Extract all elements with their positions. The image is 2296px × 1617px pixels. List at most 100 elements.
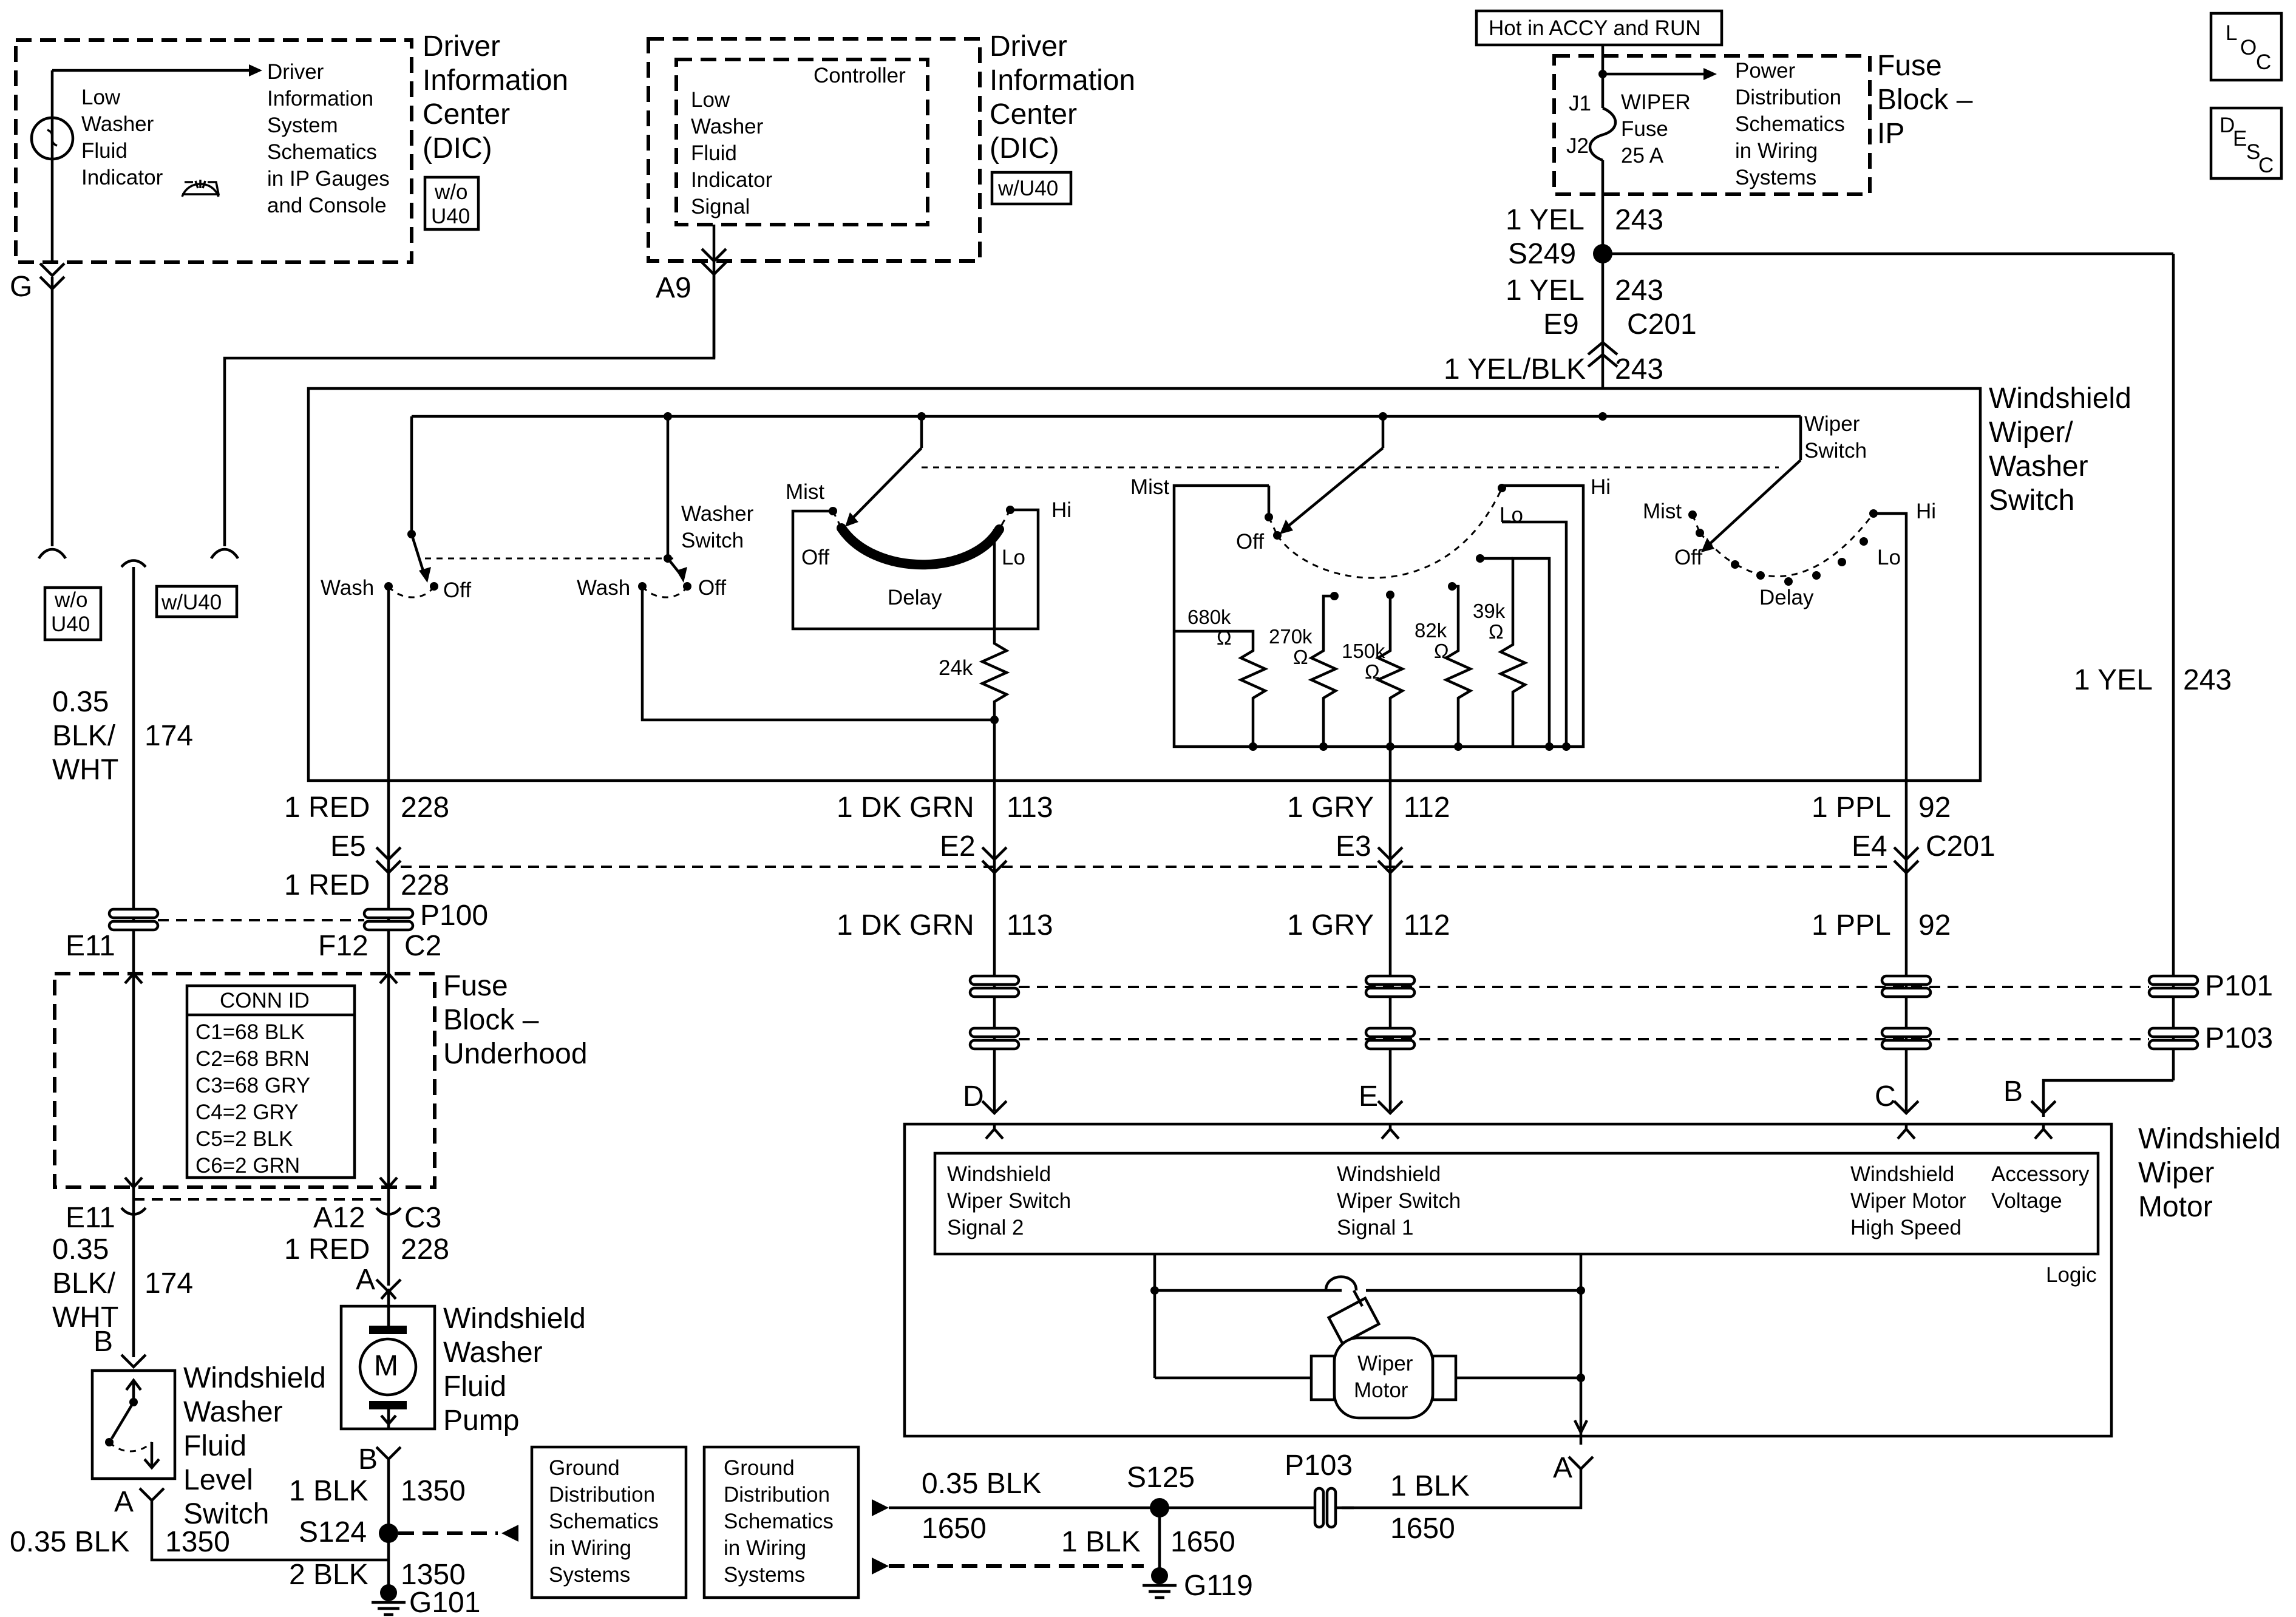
pin-b-switch: B [93, 1326, 113, 1358]
pin-a-pump: A [356, 1264, 375, 1296]
wire-112-gauge: 1 GRY [1287, 792, 1374, 824]
wire-1650-motor[interactable] [1342, 1469, 1583, 1510]
loc-icon[interactable]: L O C [2209, 12, 2283, 82]
ground-g101-icon [372, 1584, 406, 1616]
wire-dic-center[interactable] [223, 274, 716, 546]
hi-2-label: Hi [1591, 475, 1611, 499]
wire-92-circuit-2: 92 [1918, 909, 1951, 941]
wire-1650-circuit-2: 1650 [1390, 1513, 1455, 1545]
hot-label: Hot in ACCY and RUN [1489, 16, 1701, 40]
wire-243-right-circuit: 243 [2183, 664, 2232, 696]
conn-id-c6: C6=2 GRN [195, 1154, 300, 1178]
p103-inline-connector [1313, 1486, 1337, 1529]
pump-motor-m: M [374, 1350, 398, 1382]
p100-label: P100 [420, 900, 488, 932]
wire-113-circuit: 113 [1007, 792, 1053, 824]
wire-1350-gauge: 1 BLK [289, 1475, 369, 1507]
connector-c2: C2 [404, 930, 441, 962]
pin-e: E [1359, 1080, 1378, 1113]
wire-1350-circuit-3: 1350 [401, 1559, 466, 1591]
connector-e11: E11 [66, 930, 115, 962]
pump-motor-icon [358, 1337, 418, 1397]
wire-243-gauge: 1 YEL [1506, 204, 1584, 236]
wire-174-circuit: 174 [144, 720, 193, 752]
connector-a12: A12 [313, 1202, 365, 1234]
pin-g: G [10, 271, 32, 303]
pin-b-motor: B [2003, 1076, 2023, 1108]
resistor-24k [979, 631, 1010, 720]
connector-c201: C201 [1627, 308, 1697, 341]
lo-3-label: Lo [1877, 546, 1901, 569]
wire-243-right-gauge: 1 YEL [2074, 664, 2153, 696]
hot-label-box [1475, 9, 1724, 47]
fuse-block-underhood: CONN ID C1=68 BLK C2=68 BRN C3=68 GRY C4… [53, 947, 588, 1214]
wire-1350-switch[interactable] [150, 1500, 389, 1562]
off-2-label: Off [698, 576, 726, 600]
wire-228-circuit-2: 228 [401, 869, 449, 901]
motor-brush-icon [1326, 1296, 1381, 1346]
wire-243-circuit-2: 243 [1615, 274, 1663, 307]
wire-1650-circuit-3: 1650 [1170, 1526, 1235, 1558]
p103-inline-label: P103 [1285, 1449, 1353, 1482]
svg-text:L: L [2226, 21, 2237, 45]
wire-1350-gauge-2: 0.35 BLK [10, 1526, 129, 1558]
wash-2-label: Wash [577, 576, 630, 600]
wire-113-gauge-2: 1 DK GRN [837, 909, 974, 941]
wire-1350-circuit: 1350 [401, 1475, 466, 1507]
connector-e9-symbol [1587, 341, 1618, 356]
svg-text:C: C [2256, 50, 2271, 74]
ground-g119-label: G119 [1184, 1570, 1253, 1602]
splice-s249-label: S249 [1508, 238, 1576, 270]
pin-a9: A9 [656, 272, 691, 304]
wire-243-circuit: 243 [1615, 204, 1663, 236]
splice-s124-label: S124 [299, 1516, 367, 1548]
mist-1-label: Mist [786, 480, 824, 504]
p103-label: P103 [2205, 1022, 2273, 1054]
wire-1350-circuit-2: 1350 [165, 1526, 230, 1558]
desc-icon[interactable]: D E S C [2209, 106, 2283, 180]
wire-228-gauge-2: 1 RED [284, 869, 370, 901]
wire-92-gauge: 1 PPL [1812, 792, 1891, 824]
connector-c201-2: C201 [1926, 830, 1995, 863]
indicator-lamp-icon [30, 116, 75, 161]
wire-243-gauge-2: 1 YEL [1506, 274, 1584, 307]
hi-1-label: Hi [1051, 498, 1072, 522]
wire-1650-circuit: 1650 [922, 1513, 987, 1545]
off-3-label: Off [801, 546, 829, 569]
motor-icon [1333, 1336, 1435, 1420]
pin-a-motor: A [1553, 1452, 1572, 1484]
conn-id-c1: C1=68 BLK [195, 1020, 305, 1044]
wire-228-gauge: 1 RED [284, 792, 370, 824]
w-u40-label: w/U40 [161, 591, 222, 614]
wire-228-gauge-3: 1 RED [284, 1233, 370, 1266]
conn-id-c4: C4=2 GRY [195, 1100, 299, 1124]
mist-3-label: Mist [1643, 500, 1682, 523]
wash-1-label: Wash [321, 576, 374, 600]
wire-174-circuit-2: 174 [144, 1267, 193, 1300]
wire-228-circuit: 228 [401, 792, 449, 824]
